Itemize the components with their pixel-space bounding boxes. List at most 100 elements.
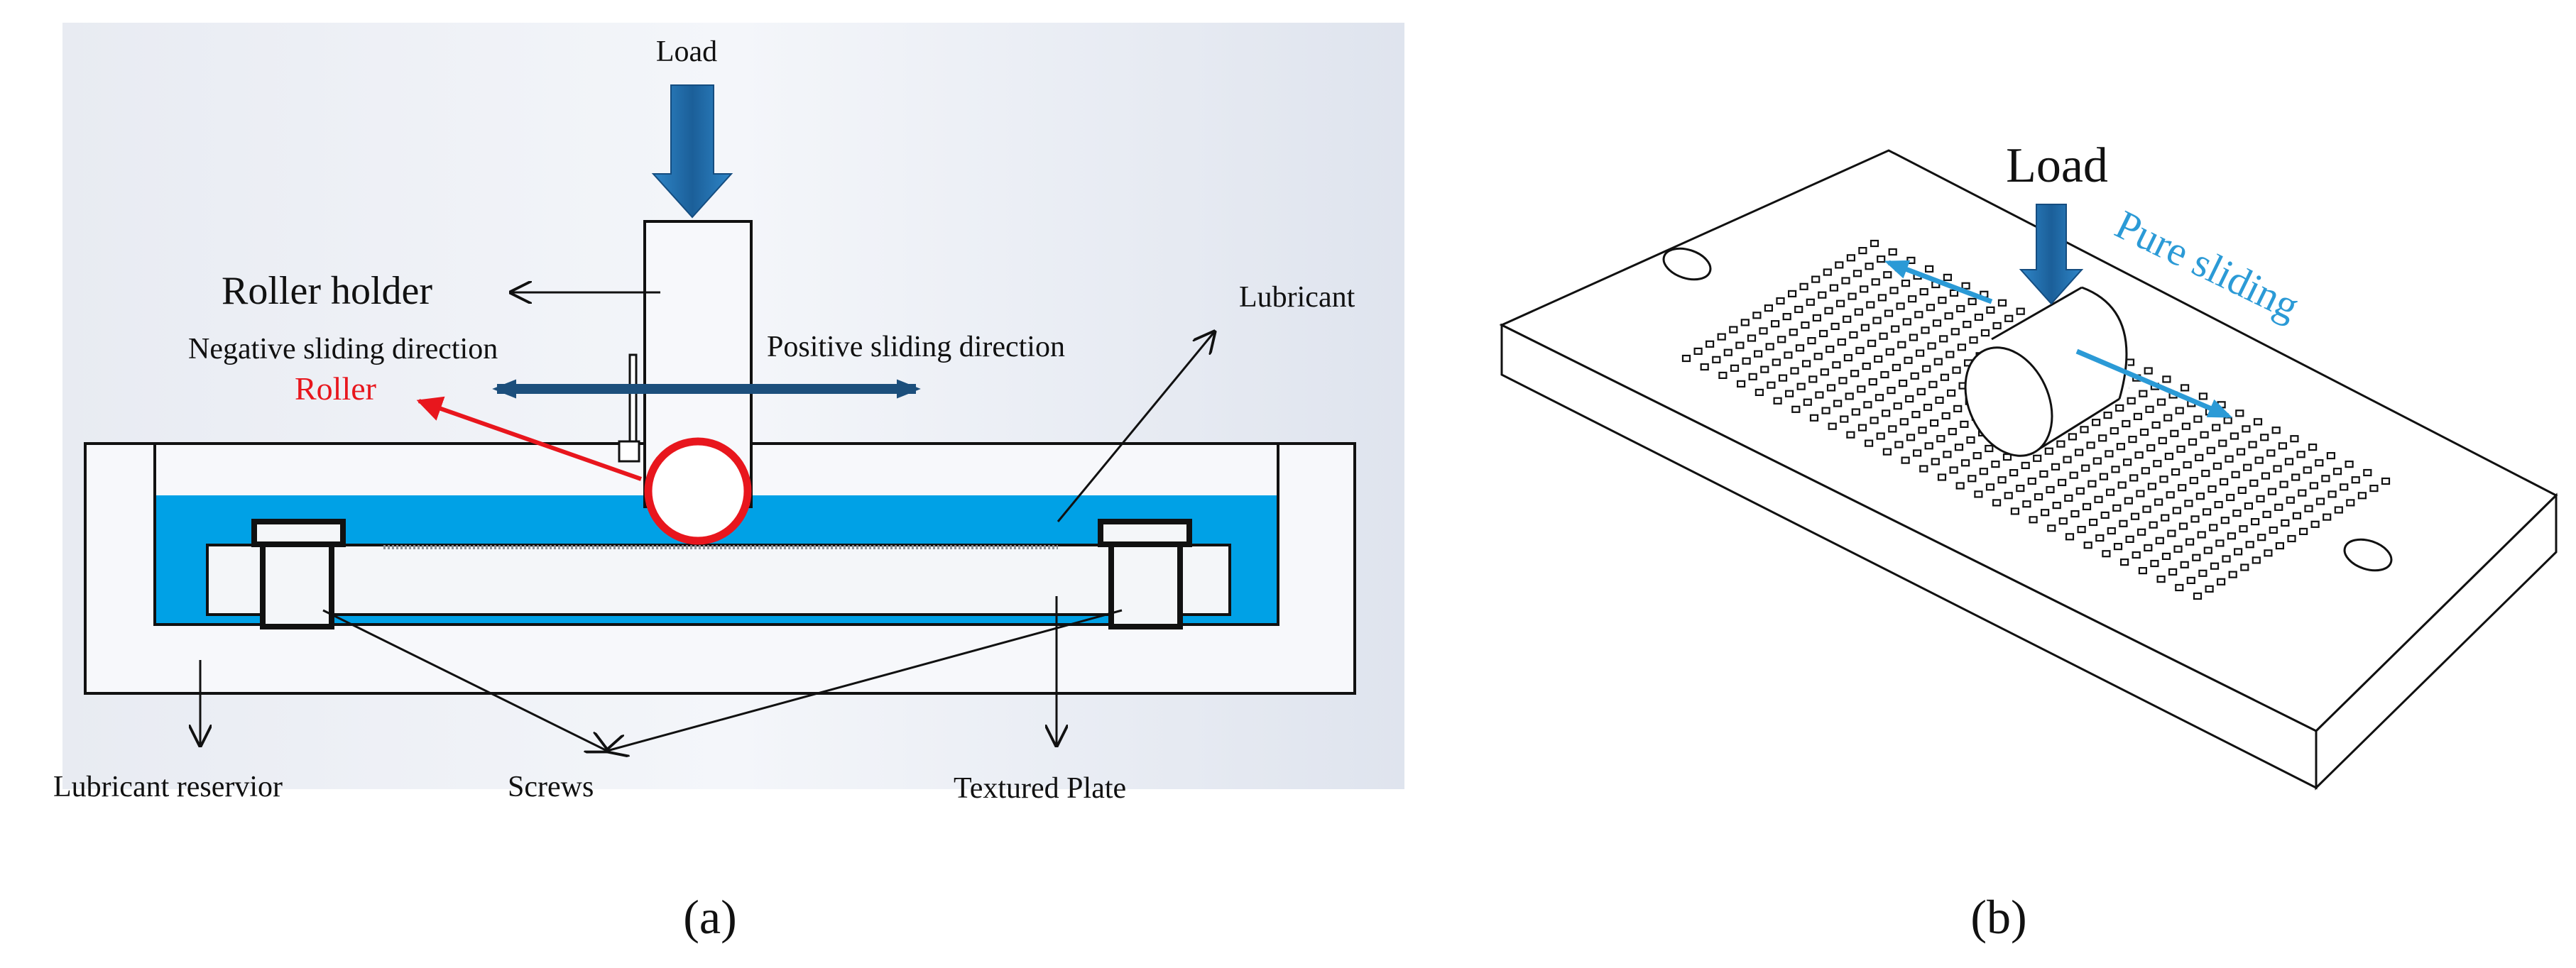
texture-dimple <box>2046 485 2055 494</box>
texture-dimple <box>2103 411 2112 419</box>
texture-dimple <box>1960 420 1969 429</box>
plate-side-face <box>2315 493 2558 791</box>
texture-dimple <box>1767 381 1776 389</box>
texture-dimple <box>2047 524 2056 532</box>
texture-dimple <box>2264 549 2273 557</box>
texture-dimple <box>1992 321 2002 330</box>
texture-dimple <box>2212 462 2222 470</box>
load-label-a: Load <box>656 35 717 68</box>
texture-dimple <box>2155 537 2164 544</box>
texture-dimple <box>1913 449 1922 457</box>
texture-dimple <box>2215 539 2225 547</box>
texture-dimple <box>1811 275 1821 283</box>
screws-leader-right <box>607 609 1123 751</box>
texture-dimple <box>1846 431 1855 439</box>
texture-dimple <box>1870 417 1879 424</box>
texture-dimple <box>2112 504 2122 512</box>
texture-dimple <box>2260 434 2269 441</box>
texture-dimple <box>1985 444 1994 453</box>
texture-dimple <box>2198 569 2207 577</box>
texture-dimple <box>1888 248 1897 256</box>
texture-dimple <box>1891 325 1900 333</box>
texture-dimple <box>2286 496 2295 504</box>
texture-dimple <box>1759 327 1768 335</box>
texture-dimple <box>1862 362 1871 370</box>
texture-dimple <box>1949 289 1959 297</box>
texture-dimple <box>1740 319 1750 326</box>
texture-dimple <box>2052 501 2061 510</box>
screw-right <box>1098 519 1192 629</box>
texture-dimple <box>2082 502 2092 511</box>
texture-dimple <box>2245 541 2254 549</box>
texture-dimple <box>1877 294 1887 302</box>
texture-dimple <box>2256 495 2265 503</box>
texture-dimple <box>1949 466 1958 474</box>
texture-dimple <box>2178 484 2187 492</box>
texture-dimple <box>2117 481 2127 489</box>
texture-dimple <box>2189 476 2198 485</box>
texture-dimple <box>1742 357 1751 365</box>
texture-dimple <box>2065 533 2075 541</box>
texture-dimple <box>2275 541 2284 550</box>
texture-dimple <box>2230 432 2239 440</box>
texture-dimple <box>2218 439 2227 447</box>
mount-hole-left <box>1662 247 1712 281</box>
texture-dimple <box>2279 480 2288 488</box>
texture-dimple <box>2125 535 2134 544</box>
texture-dimple <box>2041 509 2050 517</box>
texture-dimple <box>2237 486 2247 495</box>
texture-dimple <box>1991 460 2000 468</box>
texture-dimple <box>2243 463 2252 471</box>
texture-dimple <box>1926 304 1935 312</box>
texture-dimple <box>2222 555 2231 563</box>
texture-dimple <box>2056 440 2065 448</box>
texture-dimple <box>2363 468 2372 477</box>
texture-dimple <box>2034 493 2043 501</box>
texture-dimple <box>2077 525 2086 534</box>
texture-dimple <box>2315 459 2324 467</box>
texture-dimple <box>2089 518 2098 527</box>
texture-dimple <box>1894 441 1904 449</box>
texture-dimple <box>2235 409 2244 417</box>
texture-dimple <box>1874 394 1884 402</box>
texture-dimple <box>1910 372 1919 380</box>
texture-dimple <box>1718 371 1728 380</box>
load-label-b: Load <box>2006 138 2108 193</box>
texture-dimple <box>2136 490 2145 497</box>
texture-dimple <box>2249 479 2259 487</box>
texture-dimple <box>2161 552 2171 561</box>
texture-dimple <box>1857 385 1866 393</box>
texture-dimple <box>1974 313 1983 321</box>
texture-dimple <box>2142 505 2151 513</box>
texture-dimple <box>1953 405 1963 413</box>
texture-dimple <box>2068 433 2077 441</box>
texture-dimple <box>2195 493 2205 500</box>
texture-dimple <box>2150 559 2159 568</box>
texture-dimple <box>1824 307 1833 314</box>
texture-dimple <box>1916 387 1926 396</box>
texture-dimple <box>2158 436 2167 445</box>
texture-dimple <box>2004 492 2013 500</box>
texture-dimple <box>1908 295 1917 303</box>
texture-dimple <box>2205 585 2214 593</box>
texture-dimple <box>2212 424 2221 431</box>
texture-dimple <box>1838 377 1848 385</box>
texture-dimple <box>1930 419 1939 427</box>
texture-dimple <box>2278 442 2287 450</box>
texture-dimple <box>1773 397 1782 405</box>
texture-dimple <box>2075 449 2084 456</box>
texture-dimple <box>1830 322 1840 330</box>
texture-dimple <box>2321 475 2330 483</box>
texture-dimple <box>2098 434 2107 442</box>
texture-dimple <box>1872 317 1882 324</box>
texture-dimple <box>1790 367 1799 375</box>
caption-b: (b) <box>1970 890 2026 944</box>
texture-dimple <box>2138 566 2147 575</box>
texture-dimple <box>2292 512 2301 519</box>
texture-dimple <box>2381 477 2391 485</box>
texture-dimple <box>1730 364 1740 372</box>
texture-dimple <box>1795 344 1805 352</box>
texture-dimple <box>2327 490 2337 498</box>
texture-dimple <box>1906 434 1916 441</box>
texture-dimple <box>2113 542 2123 551</box>
